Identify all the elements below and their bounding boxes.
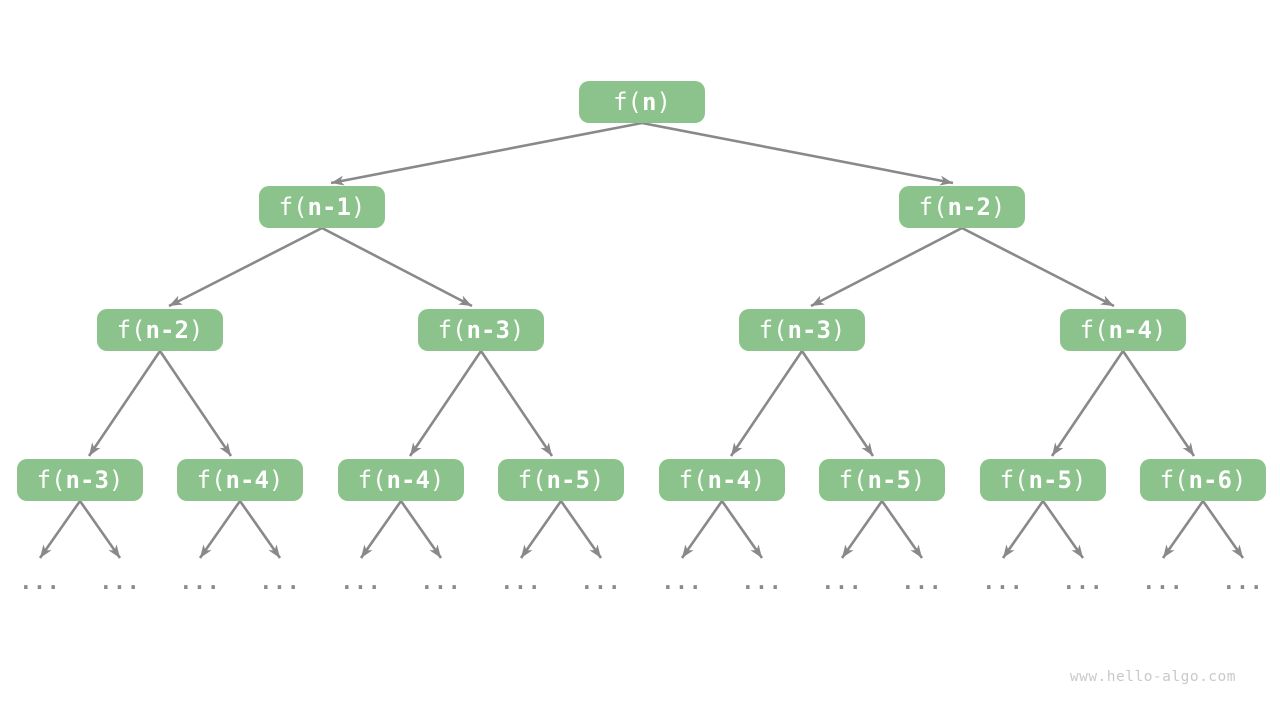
edge-leaf-7-to-ellipsis-left: [1001, 500, 1045, 559]
edge-leaf-2-to-ellipsis-left: [198, 500, 242, 559]
edge-f-n1-2-to-leaf-3: [408, 350, 483, 457]
node-label: f(n-4): [1079, 316, 1167, 344]
edge-f-n1-2-to-leaf-4: [479, 350, 554, 457]
tree-node-f-n1-2: f(n-3): [418, 309, 544, 351]
node-label: f(n-4): [357, 466, 445, 494]
tree-node-f-n1-1: f(n-2): [97, 309, 223, 351]
node-label: f(n): [613, 88, 671, 116]
node-label: f(n-5): [838, 466, 926, 494]
edge-leaf-3-to-ellipsis-right: [399, 500, 443, 559]
edge-leaf-8-to-ellipsis-left: [1161, 500, 1205, 559]
ellipsis: ...: [420, 570, 462, 594]
edge-leaf-6-to-ellipsis-right: [880, 500, 924, 559]
edge-f-n2-2-to-leaf-7: [1050, 350, 1125, 457]
node-label: f(n-3): [758, 316, 846, 344]
ellipsis: ...: [99, 570, 141, 594]
tree-node-f-n1: f(n-1): [259, 186, 385, 228]
node-label: f(n-2): [116, 316, 204, 344]
tree-node-f-n2-1: f(n-3): [739, 309, 865, 351]
node-label: f(n-6): [1159, 466, 1247, 494]
ellipsis: ...: [661, 570, 703, 594]
tree-node-leaf-1: f(n-3): [17, 459, 143, 501]
node-label: f(n-1): [278, 193, 366, 221]
ellipsis: ...: [340, 570, 382, 594]
node-label: f(n-4): [196, 466, 284, 494]
edge-f-n1-1-to-leaf-1: [87, 350, 162, 457]
ellipsis: ...: [1142, 570, 1184, 594]
edge-f-n1-to-f-n1-2: [321, 226, 473, 308]
edge-leaf-8-to-ellipsis-right: [1201, 500, 1245, 559]
node-label: f(n-4): [678, 466, 766, 494]
ellipsis: ...: [741, 570, 783, 594]
edge-leaf-5-to-ellipsis-right: [720, 500, 764, 559]
tree-node-f-n: f(n): [579, 81, 705, 123]
edge-leaf-6-to-ellipsis-left: [840, 500, 884, 559]
edge-f-n2-1-to-leaf-5: [729, 350, 804, 457]
edge-f-n1-1-to-leaf-2: [158, 350, 233, 457]
edge-leaf-4-to-ellipsis-left: [519, 500, 563, 559]
ellipsis: ...: [500, 570, 542, 594]
ellipsis: ...: [821, 570, 863, 594]
ellipsis: ...: [179, 570, 221, 594]
tree-node-leaf-8: f(n-6): [1140, 459, 1266, 501]
node-label: f(n-3): [437, 316, 525, 344]
tree-node-leaf-3: f(n-4): [338, 459, 464, 501]
tree-node-leaf-4: f(n-5): [498, 459, 624, 501]
node-label: f(n-2): [918, 193, 1006, 221]
ellipsis: ...: [982, 570, 1024, 594]
edge-f-n-to-f-n2: [641, 121, 954, 186]
tree-node-f-n2: f(n-2): [899, 186, 1025, 228]
edge-f-n2-to-f-n2-2: [961, 226, 1115, 308]
tree-node-leaf-6: f(n-5): [819, 459, 945, 501]
edge-leaf-5-to-ellipsis-left: [680, 500, 724, 559]
edge-leaf-7-to-ellipsis-right: [1041, 500, 1085, 559]
tree-node-f-n2-2: f(n-4): [1060, 309, 1186, 351]
edge-f-n1-to-f-n1-1: [168, 226, 323, 308]
ellipsis: ...: [580, 570, 622, 594]
ellipsis: ...: [1062, 570, 1104, 594]
edge-f-n2-to-f-n2-1: [810, 226, 963, 308]
edge-leaf-1-to-ellipsis-left: [38, 500, 82, 559]
edge-leaf-2-to-ellipsis-right: [238, 500, 282, 559]
edge-leaf-1-to-ellipsis-right: [78, 500, 122, 559]
node-label: f(n-3): [36, 466, 124, 494]
tree-node-leaf-2: f(n-4): [177, 459, 303, 501]
tree-node-leaf-7: f(n-5): [980, 459, 1106, 501]
node-label: f(n-5): [517, 466, 605, 494]
ellipsis: ...: [19, 570, 61, 594]
edge-f-n2-2-to-leaf-8: [1121, 350, 1196, 457]
ellipsis: ...: [901, 570, 943, 594]
node-label: f(n-5): [999, 466, 1087, 494]
watermark: www.hello-algo.com: [1069, 669, 1236, 685]
ellipsis: ...: [259, 570, 301, 594]
tree-node-leaf-5: f(n-4): [659, 459, 785, 501]
ellipsis: ...: [1222, 570, 1264, 594]
edge-f-n2-1-to-leaf-6: [800, 350, 875, 457]
edge-leaf-4-to-ellipsis-right: [559, 500, 603, 559]
edge-leaf-3-to-ellipsis-left: [359, 500, 403, 559]
edge-f-n-to-f-n1: [330, 121, 643, 186]
